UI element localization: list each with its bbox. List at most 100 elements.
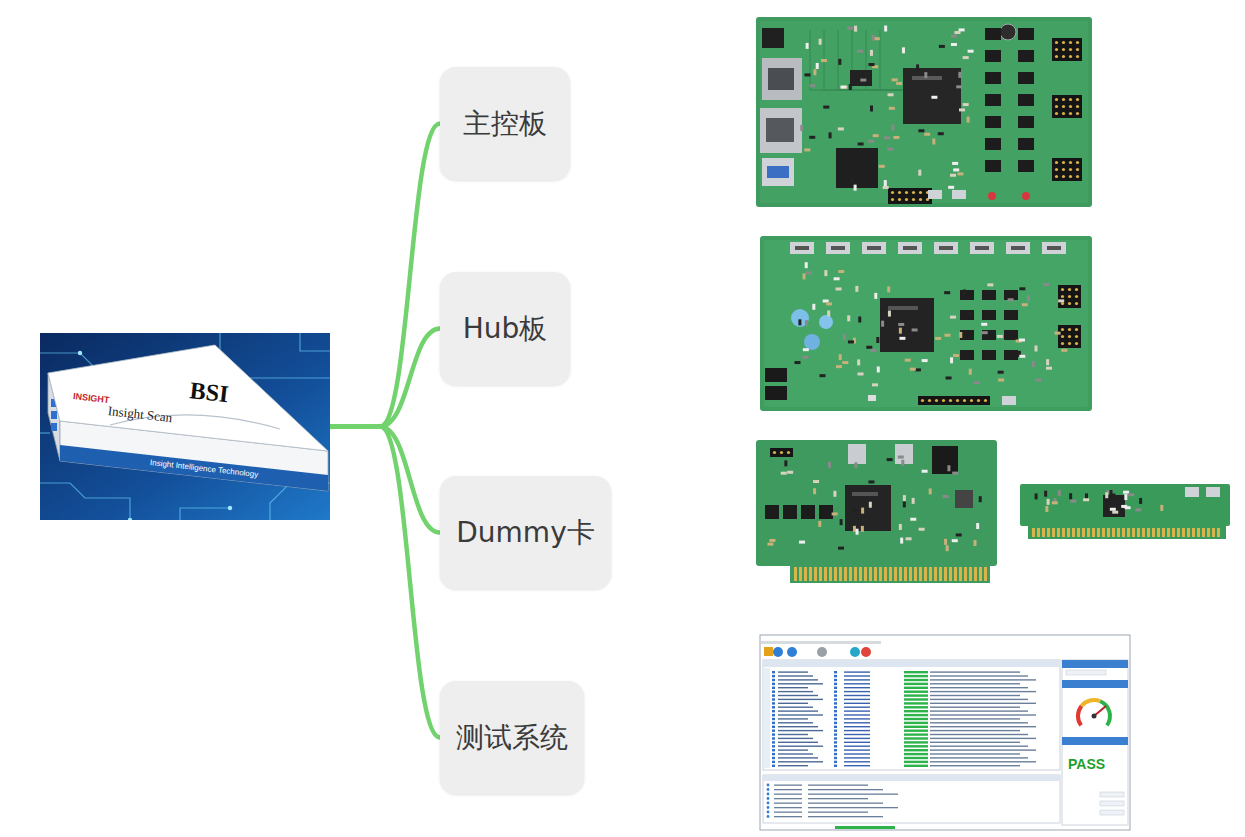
- fpga-chip: [845, 485, 891, 531]
- smd-part: [1019, 339, 1025, 342]
- row-name: [778, 695, 818, 696]
- gold-finger: [1102, 528, 1105, 537]
- toolbar-icon: [817, 647, 827, 657]
- smd-part: [847, 315, 850, 321]
- header-pin: [898, 198, 901, 201]
- usbc-port: [928, 190, 942, 199]
- usbc-port: [790, 242, 814, 254]
- smd-part: [944, 334, 950, 337]
- branch-line: [330, 427, 440, 533]
- gold-finger: [979, 567, 982, 581]
- row-check: [834, 706, 837, 708]
- driver-chip: [1018, 50, 1034, 62]
- row-icon: [772, 757, 775, 759]
- smd-part: [804, 73, 810, 76]
- row-check: [834, 753, 837, 755]
- smd-part: [798, 319, 801, 325]
- row-name: [778, 730, 823, 731]
- gold-finger: [834, 567, 837, 581]
- smd-part: [884, 180, 887, 186]
- row-file: [930, 765, 1020, 766]
- row-speed: [844, 714, 870, 715]
- row-check: [834, 687, 837, 689]
- smd-part: [963, 289, 966, 295]
- message-time: [774, 812, 802, 813]
- header-pin: [1076, 98, 1079, 101]
- row-progress: [904, 718, 928, 720]
- usbc-port: [934, 242, 958, 254]
- smd-part: [946, 376, 952, 379]
- row-check: [834, 679, 837, 681]
- blue-capacitor: [791, 309, 809, 327]
- smd-part: [887, 458, 893, 461]
- smd-part: [938, 132, 944, 135]
- circuit-line: [300, 333, 330, 351]
- smd-part: [868, 140, 874, 143]
- smd-part: [958, 72, 961, 78]
- smd-part: [874, 37, 880, 40]
- row-file: [930, 749, 1036, 750]
- gold-finger: [1202, 528, 1205, 537]
- smd-part: [901, 460, 904, 466]
- driver-chip: [985, 94, 1001, 106]
- pcb-inner: [764, 240, 1088, 407]
- smd-part: [874, 293, 877, 299]
- message-icon: [767, 811, 770, 814]
- smd-part: [883, 186, 889, 189]
- smd-part: [843, 334, 846, 340]
- gold-finger: [1142, 528, 1145, 537]
- smd-part: [829, 132, 832, 138]
- row-name: [778, 761, 823, 762]
- row-name: [778, 699, 823, 700]
- smd-part: [969, 369, 972, 375]
- smd-part: [838, 59, 841, 65]
- smd-part: [1112, 511, 1118, 514]
- smd-part: [954, 31, 960, 34]
- message-icon: [767, 793, 770, 796]
- gold-finger: [1137, 528, 1140, 537]
- rj45-port: [760, 108, 802, 153]
- header-pin: [1075, 335, 1078, 338]
- smd-part: [916, 64, 919, 70]
- row-icon: [772, 698, 775, 700]
- gold-finger: [1087, 528, 1090, 537]
- usbc-opening: [939, 246, 953, 250]
- gold-finger: [934, 567, 937, 581]
- row-check: [834, 761, 837, 763]
- header-pin: [1055, 168, 1058, 171]
- smd-part: [884, 25, 887, 31]
- header-pin: [905, 191, 908, 194]
- model-name: BSI: [189, 377, 230, 407]
- smd-part: [849, 84, 852, 90]
- row-check: [834, 741, 837, 743]
- stat-field: [1100, 792, 1124, 797]
- row-name: [778, 738, 813, 739]
- circuit-dot: [228, 506, 232, 510]
- gold-finger: [1212, 528, 1215, 537]
- row-file: [930, 687, 1028, 688]
- usbc-opening: [867, 246, 881, 250]
- row-file: [930, 691, 1036, 692]
- row-file: [930, 742, 1020, 743]
- row-progress: [904, 698, 928, 700]
- smd-part: [943, 495, 949, 498]
- processor-chip: [836, 148, 878, 188]
- smd-part: [967, 117, 970, 123]
- smd-part: [820, 374, 826, 377]
- switch-chip: [1004, 330, 1018, 340]
- gold-finger: [879, 567, 882, 581]
- pcb-board: [1020, 484, 1230, 526]
- gold-finger: [1107, 528, 1110, 537]
- gold-finger: [1132, 528, 1135, 537]
- row-name: [778, 742, 818, 743]
- dc-jack: [932, 446, 958, 474]
- header-pin: [1055, 48, 1058, 51]
- result-status: PASS: [1068, 756, 1105, 772]
- gold-finger: [1052, 528, 1055, 537]
- header-pin: [984, 399, 987, 402]
- gold-finger: [944, 567, 947, 581]
- row-file: [930, 734, 1028, 735]
- smd-part: [855, 286, 858, 292]
- smd-part: [848, 340, 854, 343]
- smd-part: [951, 43, 957, 46]
